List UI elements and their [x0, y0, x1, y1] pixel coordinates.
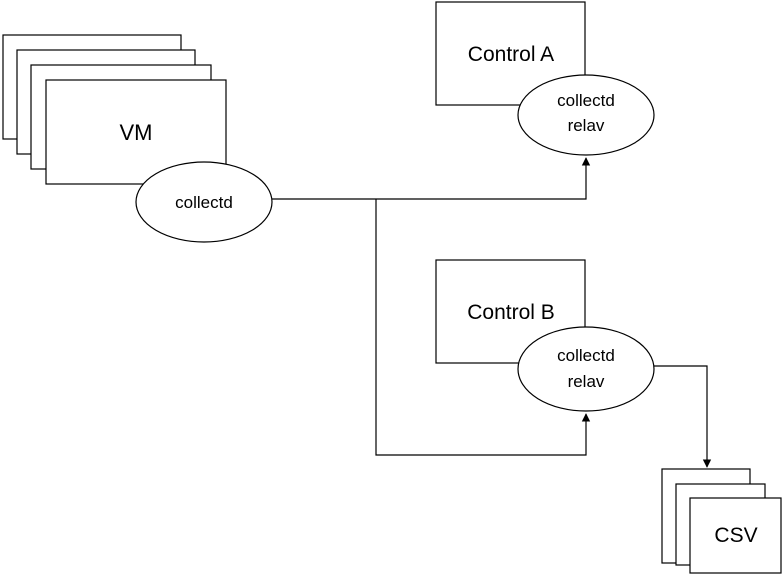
vm-collectd-ellipse	[135, 161, 273, 243]
vm-collectd-agent: collectd	[135, 161, 273, 243]
control-b-relay-line1: collectd	[557, 346, 615, 365]
control-a-label: Control A	[468, 43, 554, 66]
vm-collectd-label: collectd	[175, 193, 233, 212]
control-a-relay-line2: relav	[568, 116, 605, 135]
vm-label: VM	[120, 120, 153, 145]
connector-vm-to-control-a	[272, 157, 591, 200]
csv-stack: CSV	[661, 468, 782, 574]
vm-stack: VM	[2, 34, 227, 185]
control-a-relay-line1: collectd	[557, 91, 615, 110]
connector-vm-to-control-b	[375, 199, 591, 456]
csv-label: CSV	[714, 524, 757, 547]
control-b-label: Control B	[467, 301, 555, 324]
control-a-relay-ellipse	[517, 74, 655, 156]
control-b-node: Control B collectd relav	[435, 259, 655, 412]
control-b-relay-ellipse	[517, 326, 655, 412]
control-a-node: Control A collectd relav	[435, 1, 655, 156]
control-b-relay-line2: relav	[568, 372, 605, 391]
csv-box	[689, 497, 782, 574]
connector-control-b-to-csv	[654, 365, 712, 468]
